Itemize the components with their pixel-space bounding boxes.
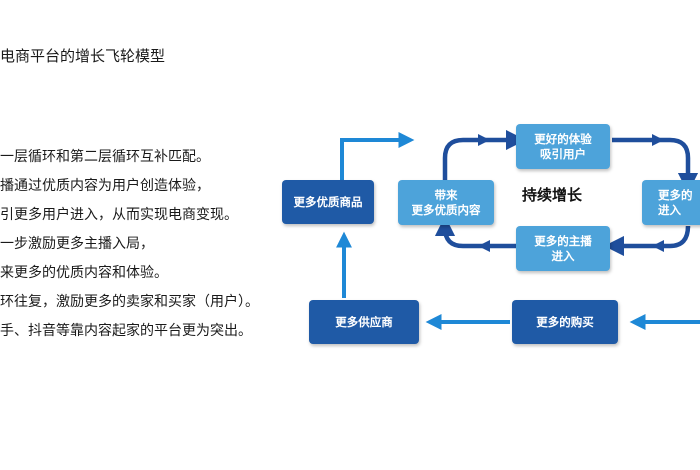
loop-top-right-segment [612, 137, 699, 194]
center-label: 持续增长 [522, 186, 583, 204]
node-more-users-cut: 更多的 进入 [642, 180, 700, 225]
page-title: 电商平台的增长飞轮模型 [0, 47, 166, 65]
bullet-item: 一步激励更多主播入局， [0, 236, 154, 252]
bullet-item: 手、抖音等靠内容起家的平台更为突出。 [0, 323, 252, 339]
loop-bottom-right-arrow-icon [652, 240, 664, 252]
loop-top-left-segment [442, 129, 527, 185]
loop-bottom-left-arrow-icon [478, 240, 490, 252]
node-purchase: 更多的购买 [512, 300, 618, 344]
bullet-item: 来更多的优质内容和体验。 [0, 265, 168, 281]
bullet-item: 环往复，激励更多的卖家和买家（用户）。 [0, 294, 259, 310]
node-more-anchors: 更多的主播 进入 [516, 226, 610, 271]
bullet-list: 一层循环和第二层循环互补匹配。 播通过优质内容为用户创造体验， 引更多用户进入，… [0, 146, 259, 349]
node-supplier: 更多供应商 [309, 300, 419, 344]
loop-bottom-right-segment [603, 225, 691, 257]
node-quality-goods: 更多优质商品 [282, 180, 374, 224]
node-better-experience: 更好的体验 吸引用户 [516, 124, 610, 169]
bullet-item: 播通过优质内容为用户创造体验， [0, 178, 210, 194]
loop-top-mid-arrow-icon [478, 134, 490, 146]
flow-arrow-up-to-loop [340, 132, 415, 180]
loop-bottom-left-segment [434, 215, 518, 249]
bullet-item: 一层循环和第二层循环互补匹配。 [0, 149, 210, 165]
node-more-content: 带来 更多优质内容 [398, 180, 494, 225]
loop-top-right-arrow-icon [652, 134, 664, 146]
bullet-item: 引更多用户进入，从而实现电商变现。 [0, 207, 238, 223]
